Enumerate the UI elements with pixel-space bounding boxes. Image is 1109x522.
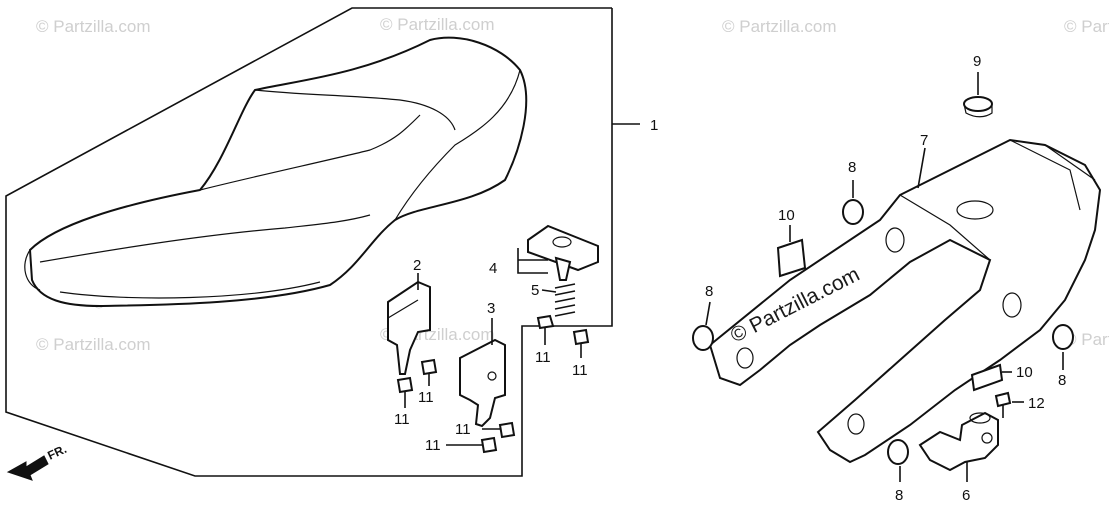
callout-11-e: 11 <box>455 421 471 438</box>
seat-lock-spring-5 <box>554 283 576 317</box>
callout-8-left: 8 <box>705 283 713 300</box>
helmet-holder-6 <box>918 411 999 472</box>
callout-2: 2 <box>413 257 421 274</box>
watermark-top-left: © Partzilla.com <box>36 17 151 36</box>
callout-11-d: 11 <box>418 389 434 406</box>
caution-label-10b <box>970 363 1004 392</box>
callout-5: 5 <box>531 282 539 299</box>
seat-latch-plate-4 <box>527 224 599 281</box>
cap-grommet-9 <box>963 96 993 118</box>
watermark-top-far-right: © Partzilla.com <box>1064 17 1109 36</box>
callout-3: 3 <box>487 300 495 317</box>
seat-bracket-3 <box>459 338 506 428</box>
callout-10-upper: 10 <box>778 207 795 224</box>
callout-8-top: 8 <box>848 159 856 176</box>
leader-bracket-4 <box>517 248 548 274</box>
callout-11-a: 11 <box>535 349 551 366</box>
front-direction-arrow: FR. <box>6 442 69 481</box>
leader-line-7 <box>917 147 926 189</box>
callout-1: 1 <box>650 117 658 134</box>
callout-4: 4 <box>489 260 497 277</box>
watermark-mid-left: © Partzilla.com <box>36 335 151 354</box>
nut-11-group <box>396 314 590 454</box>
watermark-top-right: © Partzilla.com <box>722 17 837 36</box>
watermark-mid-right: © Partzilla.com <box>1064 330 1109 349</box>
callout-11-c: 11 <box>394 411 410 428</box>
callout-12: 12 <box>1028 395 1045 412</box>
seat-bracket-2 <box>387 280 431 375</box>
callout-9: 9 <box>973 53 981 70</box>
group-frame-outline <box>5 7 612 477</box>
callout-6: 6 <box>962 487 970 504</box>
callout-10-lower: 10 <box>1016 364 1033 381</box>
leader-line-5 <box>541 289 557 293</box>
callout-11-b: 11 <box>572 362 588 379</box>
callout-8-bottom: 8 <box>895 487 903 504</box>
callout-11-f: 11 <box>425 437 441 454</box>
leader-line-8b <box>705 301 711 326</box>
group-frame-right <box>521 8 613 458</box>
watermark-top-center: © Partzilla.com <box>380 15 495 34</box>
caution-label-10a <box>776 238 807 278</box>
callout-7: 7 <box>920 132 928 149</box>
front-direction-label: FR. <box>45 442 68 463</box>
seat-part <box>24 36 528 308</box>
bolt-12 <box>994 391 1012 418</box>
callout-8-right: 8 <box>1058 372 1066 389</box>
rear-cowl-7 <box>708 138 1102 464</box>
rubber-grommet-8 <box>692 199 1074 465</box>
